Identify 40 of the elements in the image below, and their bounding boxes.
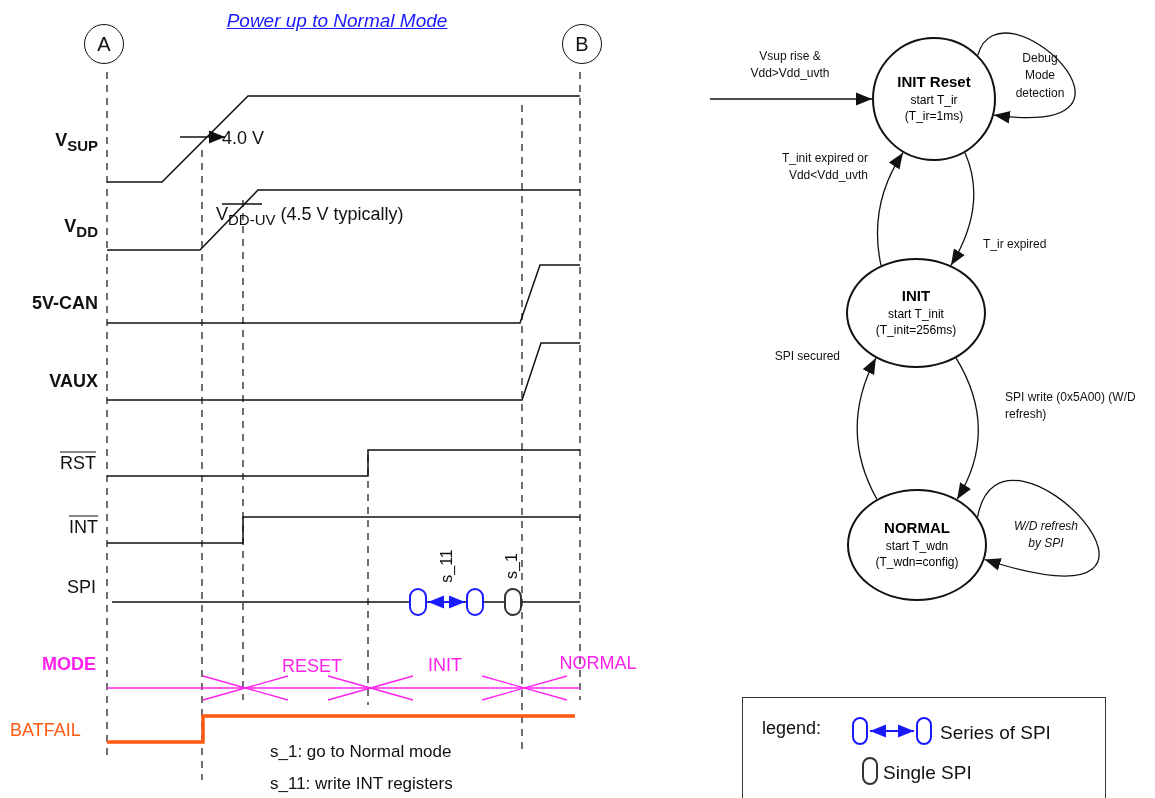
transition-arrow xyxy=(955,357,979,500)
signal-name: V$_{DD}$ xyxy=(64,216,98,240)
spi-frame-label: s_11 xyxy=(438,549,456,583)
signal-name: BATFAIL xyxy=(10,719,81,741)
transition-arrow xyxy=(977,32,1076,123)
state-circle xyxy=(846,258,986,368)
state-description: start T_wdn (T_wdn=config) xyxy=(874,539,960,571)
state-description: start T_ir (T_ir=1ms) xyxy=(903,93,965,125)
transition-arrow xyxy=(856,357,878,500)
state-description: start T_init (T_init=256ms) xyxy=(874,307,958,339)
threshold-label: 4.0 V xyxy=(222,127,265,149)
state-name: INIT xyxy=(901,287,931,305)
legend-text: Single SPI xyxy=(883,762,972,784)
mode-state-label: RESET xyxy=(282,655,342,677)
note-text: s_1: go to Normal mode xyxy=(270,742,452,762)
signal-name: VAUX xyxy=(49,370,98,392)
note-text: s_11: write INT registers xyxy=(270,774,453,794)
state-name: NORMAL xyxy=(884,519,950,537)
state-circle xyxy=(847,489,987,601)
signal-name: 5V-CAN xyxy=(32,292,98,314)
signal-name: INT xyxy=(69,516,98,538)
mode-label: MODE xyxy=(42,653,96,675)
transition-arrow xyxy=(976,480,1100,577)
signal-name: SPI xyxy=(67,576,96,598)
threshold-label: V$_{DD-UV}$ (4.5 V typically) xyxy=(216,204,404,228)
mode-state-label: NORMAL xyxy=(559,652,637,674)
signal-name: V$_{SUP}$ xyxy=(55,130,98,154)
state-circle xyxy=(872,37,996,161)
signal-name: RST xyxy=(60,452,96,474)
spi-frame-label: s_1 xyxy=(503,553,521,579)
edge-label: W/D refresh by SPI xyxy=(1013,518,1079,553)
transition-arrow xyxy=(709,92,873,106)
transition-arrow xyxy=(876,152,904,266)
legend-text: Series of SPI xyxy=(940,722,1051,744)
transition-arrow xyxy=(950,152,975,266)
legend-title: legend: xyxy=(762,717,822,739)
diagram-title: Power up to Normal Mode xyxy=(226,10,448,32)
mode-state-label: INIT xyxy=(428,654,462,676)
edge-label: Debug Mode detection xyxy=(1014,50,1066,102)
state-name: INIT Reset xyxy=(897,73,971,91)
